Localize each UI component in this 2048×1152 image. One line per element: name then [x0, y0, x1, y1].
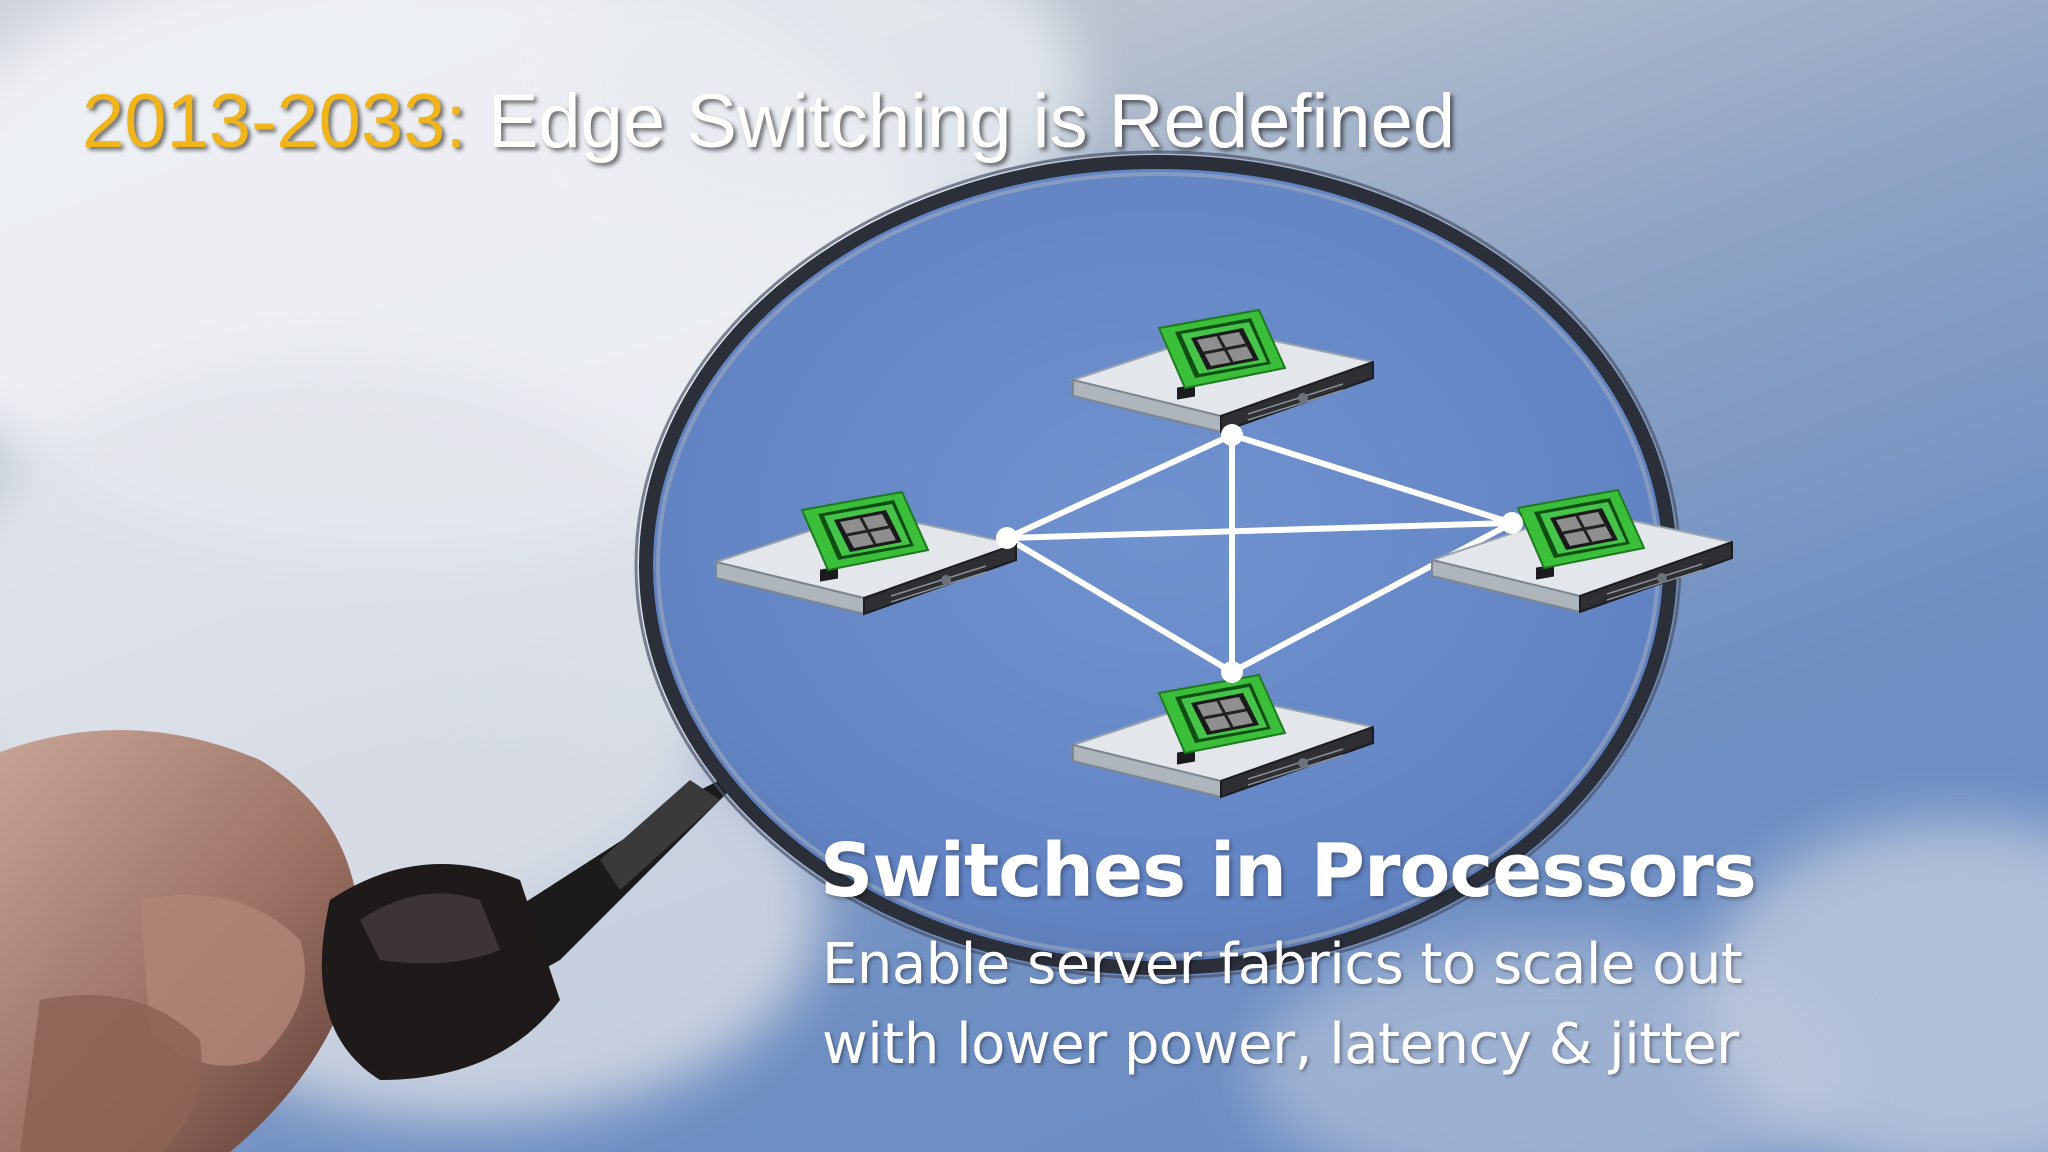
title-text: Edge Switching is Redefined: [466, 79, 1456, 164]
title-year: 2013-2033:: [82, 79, 467, 164]
cloud: [1250, 940, 1850, 1152]
hand: [0, 730, 360, 1152]
slide-title: 2013-2033: Edge Switching is Redefined: [82, 78, 1455, 165]
subline-2: with lower power, latency & jitter: [822, 1012, 1739, 1077]
network-node-icon: [996, 424, 1523, 683]
network-links: [1005, 432, 1514, 675]
headline: Switches in Processors: [820, 828, 1757, 914]
subline-1: Enable server fabrics to scale out: [822, 932, 1743, 997]
